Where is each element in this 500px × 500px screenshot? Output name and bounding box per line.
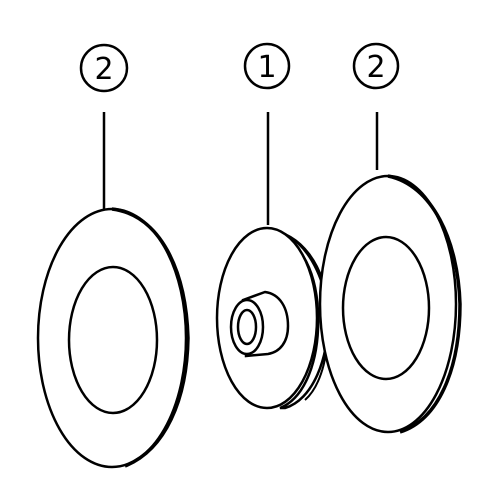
washer-inner-hole <box>341 235 431 381</box>
callout-pulley: 1 <box>243 42 291 225</box>
left-washer <box>36 207 190 469</box>
washer-thickness-edge <box>387 174 462 434</box>
callout-circle <box>79 43 129 93</box>
callout-number: 2 <box>366 50 385 85</box>
callout-number: 1 <box>257 50 276 85</box>
pulley-hub <box>229 290 290 358</box>
right-washer <box>318 174 462 434</box>
callout-circle <box>352 42 400 90</box>
hub-bore <box>236 308 258 346</box>
callout-number: 2 <box>94 52 113 87</box>
callout-left-washer: 2 <box>79 43 129 210</box>
washer-thickness-edge <box>111 207 190 468</box>
callout-circle <box>243 42 291 90</box>
washer-inner-hole <box>67 265 159 415</box>
callout-right-washer: 2 <box>352 42 400 170</box>
pulley <box>215 226 330 410</box>
